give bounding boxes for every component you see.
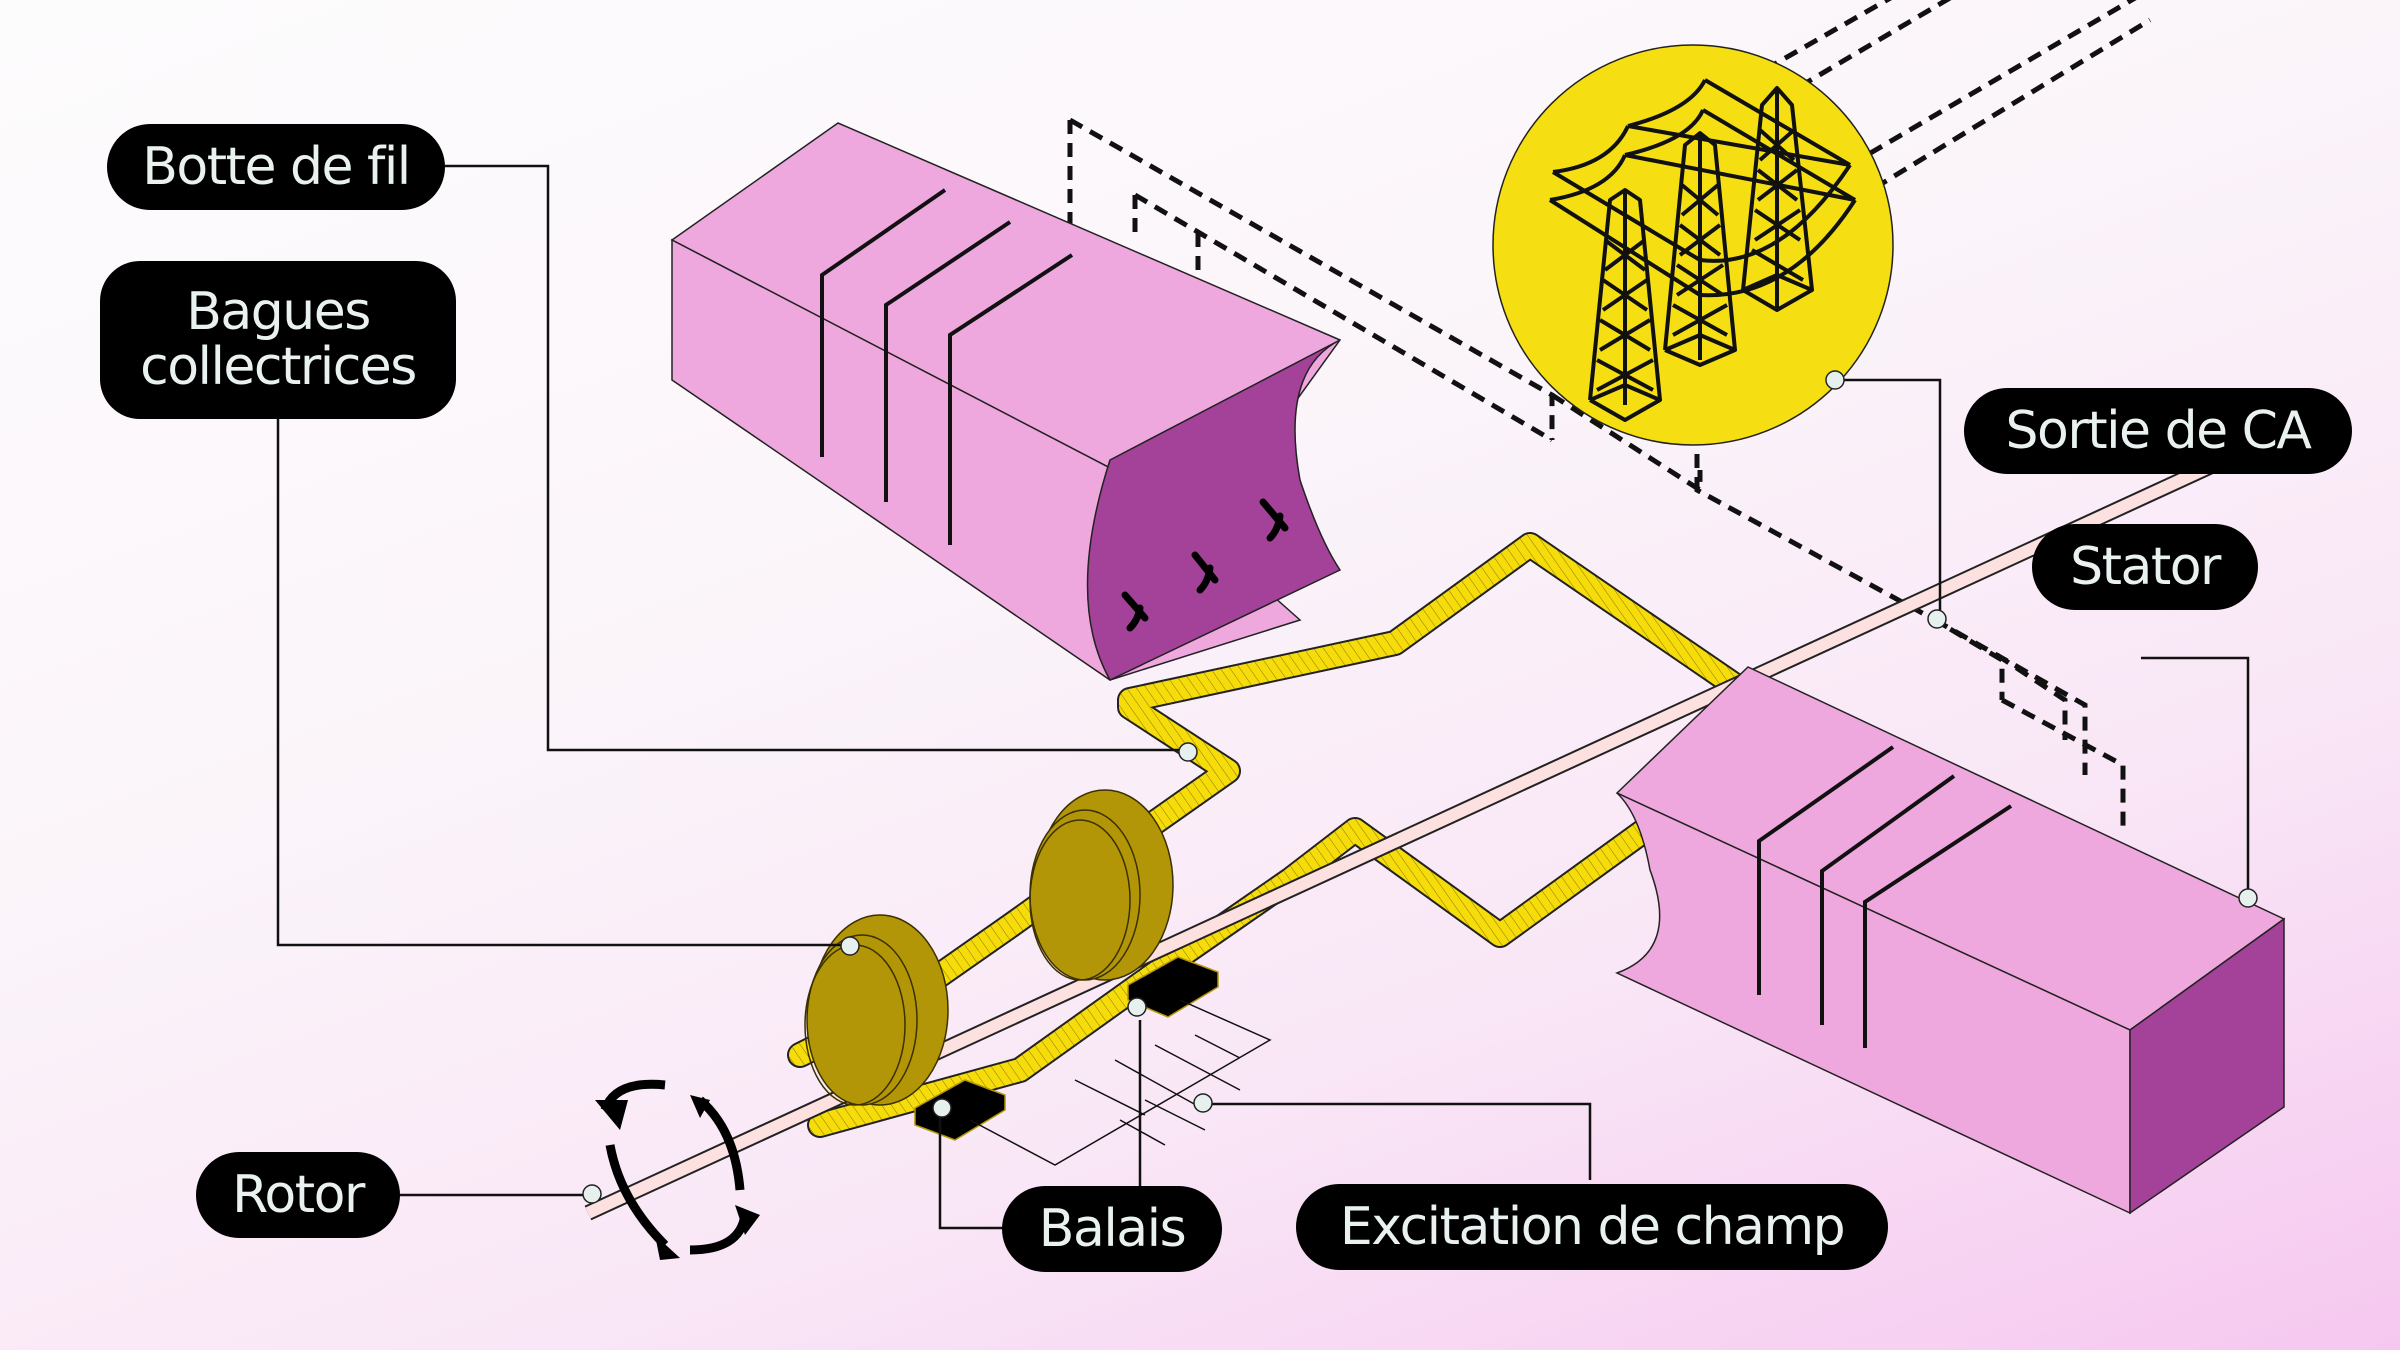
label-field-excitation: Excitation de champ: [1296, 1184, 1888, 1270]
magnetic-flux-arrow-icon: [1121, 498, 1289, 632]
label-brushes: Balais: [1002, 1186, 1222, 1272]
stator-bottom: [1615, 666, 2286, 1215]
label-wire-coil: Botte de fil: [107, 124, 445, 210]
field-excitation-symbol: [969, 999, 1272, 1166]
leader-lines: [276, 164, 2250, 1230]
brushes: [914, 956, 1219, 1141]
rotation-arrows-icon: [595, 1079, 760, 1260]
label-slip-rings: Bagues collectrices: [100, 261, 456, 419]
power-transmission-towers-icon: [1492, 44, 1894, 446]
label-stator: Stator: [2032, 524, 2258, 610]
anchor-dots: [582, 370, 2258, 1204]
stator-top: [670, 122, 1342, 681]
label-ac-output: Sortie de CA: [1964, 388, 2352, 474]
slip-rings: [804, 789, 1174, 1106]
label-rotor: Rotor: [196, 1152, 400, 1238]
field-winding-conductor: [787, 532, 1813, 1138]
